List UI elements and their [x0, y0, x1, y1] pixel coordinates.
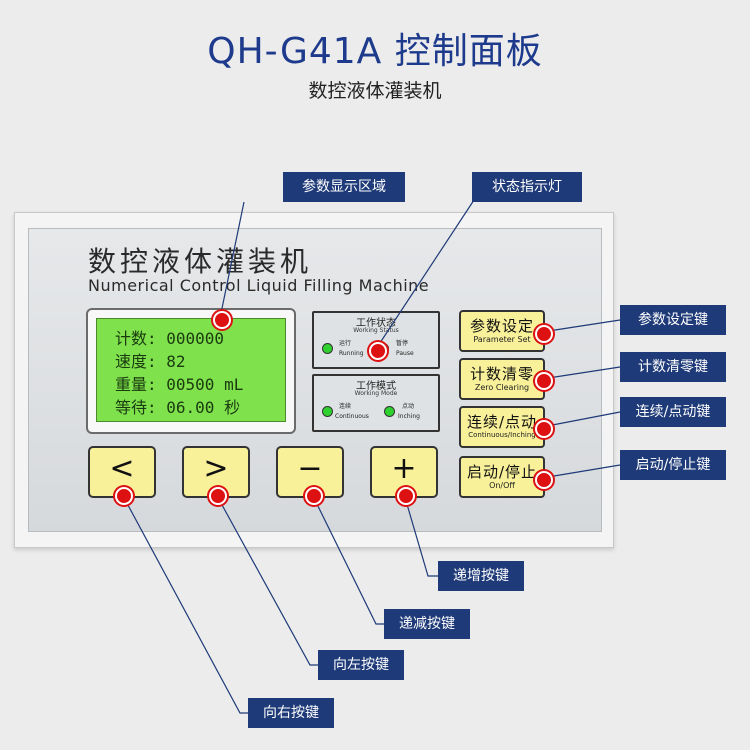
callout-right-key: 向右按键	[248, 698, 334, 728]
callout-param-key: 参数设定键	[620, 305, 726, 335]
zero-clearing-label-en: Zero Clearing	[474, 383, 530, 392]
plus-icon: +	[391, 451, 417, 486]
lcd-display: 计数: 000000 速度: 82 重量: 00500 mL 等待: 06.00…	[96, 318, 286, 422]
continuous-inching-button[interactable]: 连续/点动 Continuous/Inching	[459, 406, 545, 448]
continuous-inching-label-en: Continuous/Inching	[468, 431, 536, 439]
chevron-left-icon: <	[109, 451, 135, 486]
parameter-set-label-en: Parameter Set	[473, 335, 531, 344]
continuous-led	[322, 406, 333, 417]
on-off-button[interactable]: 启动/停止 On/Off	[459, 456, 545, 498]
callout-display-area: 参数显示区域	[283, 172, 405, 202]
callout-increment-key: 递增按键	[438, 561, 524, 591]
running-label-en: Running	[339, 350, 364, 357]
minus-icon: −	[297, 451, 323, 486]
callout-decrement-key: 递减按键	[384, 609, 470, 639]
lcd-row-count: 计数: 000000	[115, 329, 225, 348]
page-subtitle: 数控液体灌装机	[308, 80, 442, 102]
callout-status-light: 状态指示灯	[472, 172, 582, 202]
left-key-marker	[115, 487, 133, 505]
inching-label-cn: 点动	[402, 403, 415, 410]
mode-panel-title: 工作模式	[356, 381, 396, 392]
mode-panel: 工作模式 Working Mode 连续 Continuous 点动 Inchi…	[312, 374, 440, 432]
zero-clearing-button[interactable]: 计数清零 Zero Clearing	[459, 358, 545, 400]
status-light-marker	[369, 342, 387, 360]
on-off-label-en: On/Off	[489, 481, 515, 490]
param-key-marker	[535, 325, 553, 343]
mode-panel-title-en: Working Mode	[354, 390, 398, 397]
lcd-row-weight: 重量: 00500 mL	[115, 375, 244, 394]
onoff-key-marker	[535, 471, 553, 489]
status-panel-title: 工作状态	[356, 318, 396, 329]
parameter-set-label-cn: 参数设定	[469, 317, 534, 335]
right-key-marker	[209, 487, 227, 505]
callout-onoff-key: 启动/停止键	[620, 450, 726, 480]
inching-label-en: Inching	[398, 413, 420, 420]
chevron-right-icon: >	[203, 451, 229, 486]
running-label-cn: 运行	[339, 340, 352, 347]
lcd-row-wait: 等待: 06.00 秒	[115, 398, 241, 417]
continuous-inching-label-cn: 连续/点动	[466, 413, 538, 431]
running-led	[322, 343, 333, 354]
status-panel-title-en: Working Status	[353, 327, 399, 334]
increment-button[interactable]: +	[370, 446, 438, 498]
display-area-marker	[213, 311, 231, 329]
mode-key-marker	[535, 420, 553, 438]
on-off-label-cn: 启动/停止	[466, 463, 538, 481]
increment-key-marker	[397, 487, 415, 505]
brand-name-cn: 数控液体灌装机	[88, 245, 313, 278]
zero-clearing-label-cn: 计数清零	[469, 365, 534, 383]
right-button[interactable]: >	[182, 446, 250, 498]
callout-zero-key: 计数清零键	[620, 352, 726, 382]
pause-label-cn: 暂停	[396, 340, 409, 347]
continuous-label-en: Continuous	[335, 413, 369, 420]
callout-left-key: 向左按键	[318, 650, 404, 680]
pause-label-en: Pause	[396, 350, 414, 357]
continuous-label-cn: 连续	[339, 403, 352, 410]
page-title: QH-G41A 控制面板	[207, 31, 543, 72]
inching-led	[384, 406, 395, 417]
lcd-row-speed: 速度: 82	[115, 352, 186, 371]
callout-mode-key: 连续/点动键	[620, 397, 726, 427]
zero-key-marker	[535, 372, 553, 390]
decrement-key-marker	[305, 487, 323, 505]
brand-name-en: Numerical Control Liquid Filling Machine	[88, 276, 430, 295]
